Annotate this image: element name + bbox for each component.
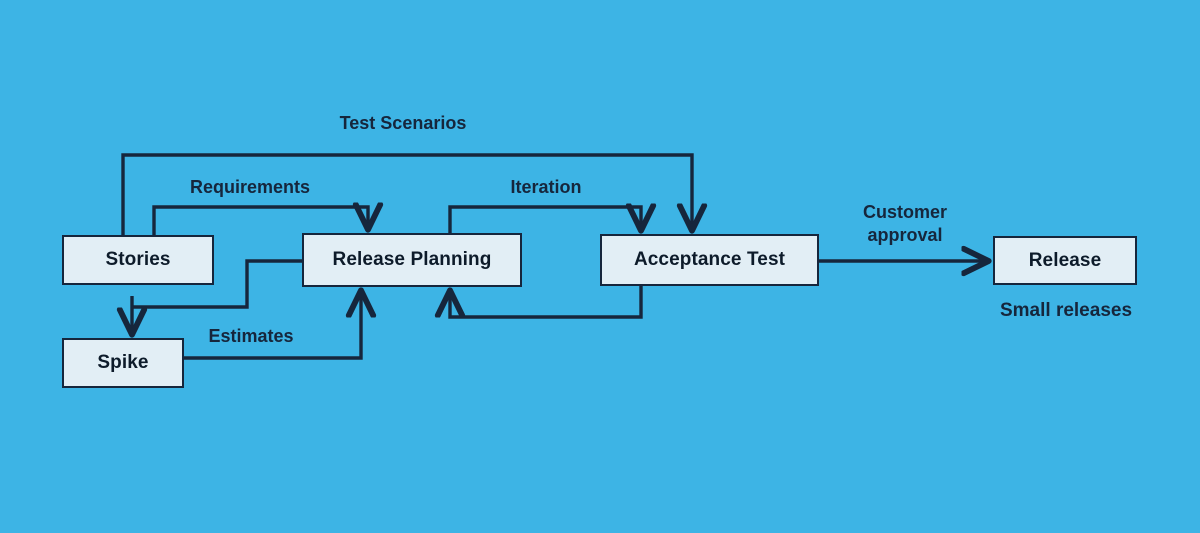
node-spike-label: Spike [97, 352, 149, 373]
edge-label-requirements: Requirements [189, 177, 311, 197]
edge-label-iteration: Iteration [510, 177, 582, 197]
edge-acceptance-test-to-release-planning [450, 286, 643, 319]
edge-stories-branch-to-release-planning-left [132, 259, 302, 309]
node-stories-label: Stories [105, 249, 171, 270]
node-release[interactable]: Release [993, 236, 1137, 285]
node-release-planning[interactable]: Release Planning [302, 233, 522, 287]
caption-small-releases: Small releases [999, 300, 1133, 321]
edge-release-planning-to-acceptance-test [448, 207, 641, 233]
edge-spike-to-release-planning [184, 293, 361, 360]
node-spike[interactable]: Spike [62, 338, 184, 388]
edge-stories-to-release-planning [152, 207, 368, 235]
edge-label-test-scenarios: Test Scenarios [339, 113, 467, 133]
node-acceptance-test[interactable]: Acceptance Test [600, 234, 819, 286]
edge-stories-to-acceptance-test [121, 153, 692, 235]
node-release-planning-label: Release Planning [332, 249, 492, 270]
edge-label-estimates: Estimates [208, 326, 294, 346]
edge-label-customer-approval: Customer approval [862, 202, 947, 245]
node-acceptance-test-label: Acceptance Test [633, 249, 786, 270]
node-release-label: Release [1028, 249, 1102, 271]
node-stories[interactable]: Stories [62, 235, 214, 285]
